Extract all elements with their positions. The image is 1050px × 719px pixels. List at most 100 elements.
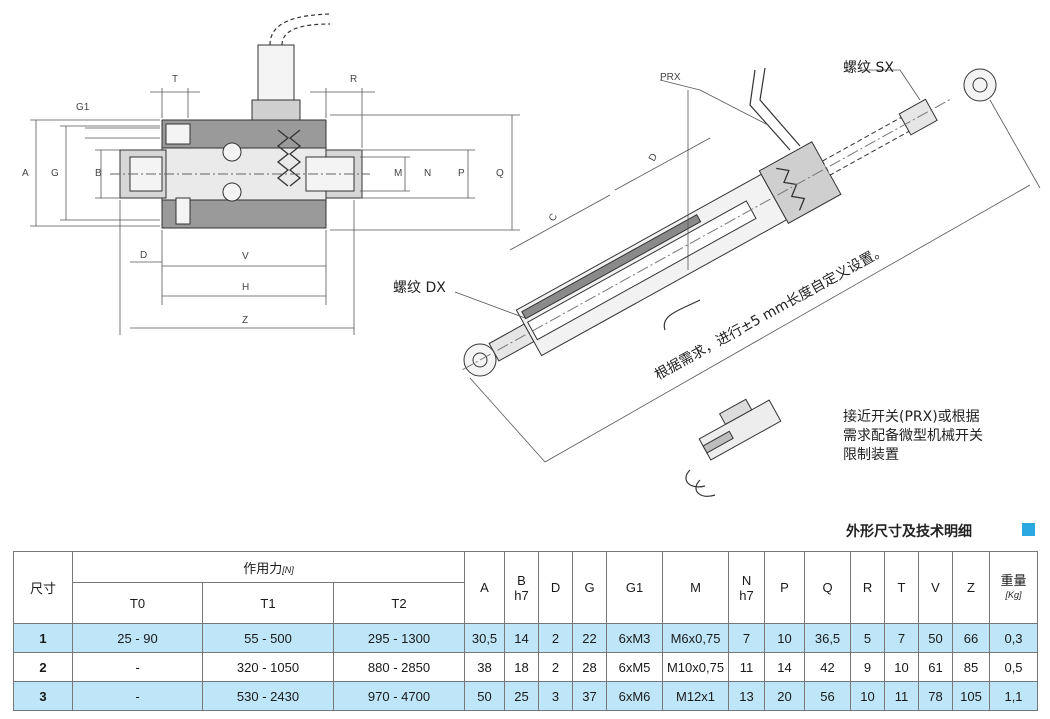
- cell-n: 13: [728, 681, 766, 711]
- cell-d: 3: [538, 681, 574, 711]
- cell-g1: 6xM5: [606, 652, 664, 682]
- cell-g: 22: [572, 623, 608, 653]
- cell-r: 10: [850, 681, 886, 711]
- header-t1: T1: [202, 582, 334, 624]
- header-t: T: [884, 551, 920, 624]
- table-row: 2 - 320 - 1050 880 - 2850 38 18 2 28 6xM…: [13, 652, 1039, 682]
- cell-g: 37: [572, 681, 608, 711]
- svg-text:P: P: [458, 168, 465, 179]
- cell-b: 14: [504, 623, 540, 653]
- header-v: V: [918, 551, 954, 624]
- cell-z: 66: [952, 623, 991, 653]
- cell-weight: 0,5: [989, 652, 1039, 682]
- svg-text:D: D: [647, 152, 660, 164]
- cell-t: 11: [884, 681, 920, 711]
- svg-text:限制装置: 限制装置: [843, 447, 899, 463]
- cell-t2: 295 - 1300: [332, 623, 466, 653]
- header-weight-unit: [Kg]: [1005, 589, 1022, 600]
- svg-text:N: N: [424, 168, 431, 179]
- cell-size: 2: [13, 652, 73, 682]
- cell-d: 2: [538, 623, 574, 653]
- svg-text:PRX: PRX: [660, 72, 681, 83]
- header-force-label: 作用力: [243, 560, 283, 576]
- cell-t1: 320 - 1050: [202, 652, 334, 682]
- cell-p: 20: [764, 681, 806, 711]
- header-t2: T2: [332, 582, 466, 624]
- cell-q: 56: [804, 681, 852, 711]
- svg-text:R: R: [350, 74, 357, 85]
- header-g1: G1: [606, 551, 664, 624]
- cell-p: 14: [764, 652, 806, 682]
- svg-text:G: G: [51, 168, 59, 179]
- svg-text:M: M: [394, 168, 402, 179]
- technical-drawing: A G B G1 T R M N P Q D V H Z: [22, 13, 1041, 497]
- header-force: 作用力[N]: [71, 551, 466, 583]
- section-title-marker: [1022, 523, 1035, 536]
- cell-g1: 6xM6: [606, 681, 664, 711]
- cell-t0: 25 - 90: [72, 623, 203, 653]
- header-b-tol: h7: [514, 587, 529, 603]
- header-weight-label: 重量: [1000, 572, 1027, 588]
- cell-m: M12x1: [662, 681, 730, 711]
- cell-a: 30,5: [464, 623, 506, 653]
- svg-text:螺纹 SX: 螺纹 SX: [843, 60, 894, 76]
- cell-d: 2: [538, 652, 574, 682]
- cell-a: 50: [464, 681, 506, 711]
- svg-text:V: V: [242, 251, 249, 262]
- header-a: A: [464, 551, 506, 624]
- header-weight: 重量[Kg]: [989, 551, 1039, 624]
- header-g: G: [572, 551, 608, 624]
- header-force-unit: [N]: [282, 564, 294, 575]
- header-m: M: [662, 551, 730, 624]
- cell-z: 85: [952, 652, 991, 682]
- svg-text:螺纹 DX: 螺纹 DX: [393, 280, 446, 296]
- section-dimension-labels: A G B G1 T R M N P Q D V H Z: [22, 74, 504, 326]
- cell-t0: -: [72, 681, 203, 711]
- cell-t2: 970 - 4700: [332, 681, 466, 711]
- cell-size: 3: [13, 681, 73, 711]
- cell-v: 61: [918, 652, 954, 682]
- header-d: D: [538, 551, 574, 624]
- cell-a: 38: [464, 652, 506, 682]
- cell-t1: 530 - 2430: [202, 681, 334, 711]
- svg-text:T: T: [172, 74, 178, 85]
- header-q: Q: [804, 551, 852, 624]
- cell-q: 36,5: [804, 623, 852, 653]
- cell-weight: 1,1: [989, 681, 1039, 711]
- section-view: [110, 13, 370, 229]
- svg-text:Q: Q: [496, 168, 504, 179]
- header-b-label: B: [517, 572, 526, 588]
- header-p: P: [764, 551, 806, 624]
- svg-text:G1: G1: [76, 102, 90, 113]
- svg-text:H: H: [242, 282, 249, 293]
- cell-r: 9: [850, 652, 886, 682]
- cell-n: 7: [728, 623, 766, 653]
- cell-v: 50: [918, 623, 954, 653]
- header-size: 尺寸: [13, 551, 73, 624]
- cell-b: 18: [504, 652, 540, 682]
- switch-detail-view: [685, 398, 782, 497]
- cell-v: 78: [918, 681, 954, 711]
- cell-p: 10: [764, 623, 806, 653]
- svg-text:需求配备微型机械开关: 需求配备微型机械开关: [843, 427, 983, 444]
- cell-m: M10x0,75: [662, 652, 730, 682]
- cell-q: 42: [804, 652, 852, 682]
- cell-t2: 880 - 2850: [332, 652, 466, 682]
- svg-text:C: C: [547, 212, 560, 224]
- cell-g1: 6xM3: [606, 623, 664, 653]
- cell-size: 1: [13, 623, 73, 653]
- header-z: Z: [952, 551, 991, 624]
- svg-text:Z: Z: [242, 315, 248, 326]
- assembly-view: [462, 67, 997, 377]
- cell-t0: -: [72, 652, 203, 682]
- svg-text:D: D: [140, 250, 147, 261]
- assembly-labels: PRX 螺纹 SX 螺纹 DX C D 根据需求，进行±5 mm长度自定义设置。: [393, 60, 894, 383]
- cell-t: 10: [884, 652, 920, 682]
- cell-b: 25: [504, 681, 540, 711]
- header-n-label: N: [741, 572, 752, 588]
- svg-text:B: B: [95, 168, 102, 179]
- header-t0: T0: [72, 582, 203, 624]
